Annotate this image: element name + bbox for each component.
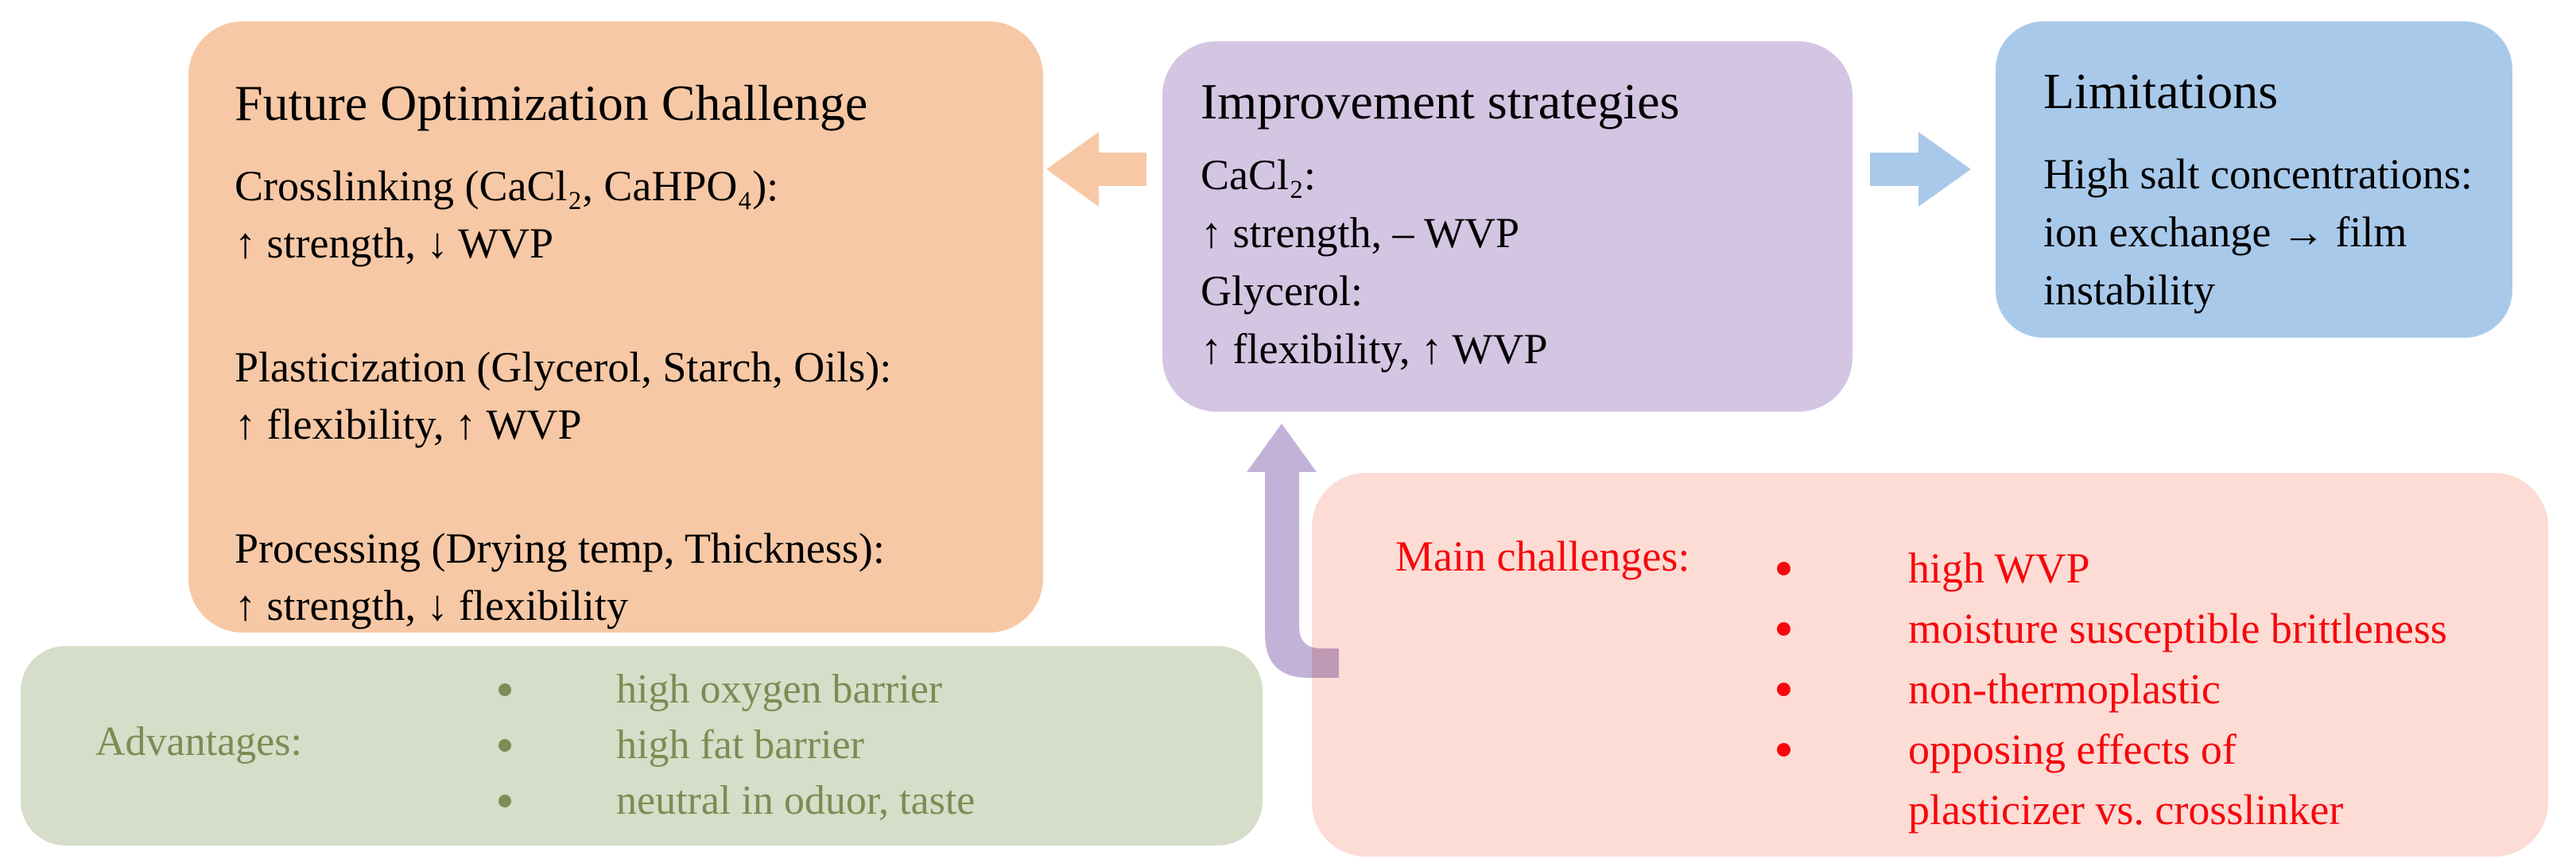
- main-challenges-list: high WVP moisture susceptible brittlenes…: [1777, 538, 2447, 840]
- main-challenges-label: Main challenges:: [1395, 532, 1690, 580]
- crosslinking-heading: Crosslinking (CaCl₂, CaHPO₄):: [235, 162, 779, 210]
- list-item: high WVP: [1777, 538, 2447, 598]
- bullet-icon: [1777, 683, 1790, 696]
- processing-heading: Processing (Drying temp, Thickness):: [235, 524, 885, 572]
- plasticization-section: Plasticization (Glycerol, Starch, Oils):…: [235, 339, 1019, 453]
- improvement-strategies-title: Improvement strategies: [1201, 73, 1680, 130]
- list-item: non-thermoplastic: [1777, 659, 2447, 719]
- processing-section: Processing (Drying temp, Thickness): ↑ s…: [235, 520, 1019, 634]
- processing-effect: ↑ strength, ↓ flexibility: [235, 582, 628, 629]
- glycerol-heading: Glycerol:: [1201, 267, 1363, 315]
- improvement-strategies-box: Improvement strategies CaCl₂: ↑ strength…: [1162, 41, 1852, 412]
- plasticization-effect: ↑ flexibility, ↑ WVP: [235, 401, 582, 448]
- advantage-item: neutral in oduor, taste: [616, 778, 976, 823]
- list-item: neutral in oduor, taste: [499, 773, 975, 829]
- advantages-box: Advantages: high oxygen barrier high fat…: [21, 646, 1263, 846]
- left-arrow-icon: [1046, 132, 1146, 207]
- limitations-box: Limitations High salt concentrations: io…: [1996, 21, 2512, 338]
- cacl2-effect: ↑ strength, – WVP: [1201, 209, 1519, 257]
- right-arrow-icon: [1870, 132, 1971, 207]
- bullet-icon: [1777, 562, 1790, 575]
- advantage-item: high fat barrier: [616, 722, 864, 768]
- bullet-icon: [1777, 743, 1790, 757]
- list-item: high fat barrier: [499, 718, 975, 773]
- bullet-icon: [499, 739, 511, 752]
- advantages-label: Advantages:: [95, 719, 302, 764]
- cacl2-strategy: CaCl₂: ↑ strength, – WVP: [1201, 146, 1837, 262]
- bullet-icon: [1777, 622, 1790, 636]
- advantage-item: high oxygen barrier: [616, 667, 943, 712]
- challenge-item: moisture susceptible brittleness: [1908, 605, 2447, 652]
- plasticization-heading: Plasticization (Glycerol, Starch, Oils):: [235, 343, 892, 391]
- crosslinking-effect: ↑ strength, ↓ WVP: [235, 219, 553, 267]
- list-item: high oxygen barrier: [499, 662, 975, 718]
- advantages-list: high oxygen barrier high fat barrier neu…: [499, 662, 975, 829]
- limitations-title: Limitations: [2043, 63, 2279, 119]
- crosslinking-section: Crosslinking (CaCl₂, CaHPO₄): ↑ strength…: [235, 157, 1019, 272]
- bullet-icon: [499, 683, 511, 696]
- future-optimization-box: Future Optimization Challenge Crosslinki…: [188, 21, 1043, 633]
- main-challenges-box: Main challenges: high WVP moisture susce…: [1312, 473, 2548, 857]
- challenge-item: opposing effects of plasticizer vs. cros…: [1908, 726, 2344, 834]
- challenge-item: high WVP: [1908, 544, 2090, 592]
- future-optimization-title: Future Optimization Challenge: [235, 75, 868, 131]
- glycerol-effect: ↑ flexibility, ↑ WVP: [1201, 325, 1548, 373]
- list-item: moisture susceptible brittleness: [1777, 598, 2447, 659]
- limitations-line: High salt concentrations:: [2043, 150, 2473, 198]
- limitations-line: ion exchange → film: [2043, 208, 2407, 256]
- glycerol-strategy: Glycerol: ↑ flexibility, ↑ WVP: [1201, 262, 1837, 378]
- list-item: opposing effects of plasticizer vs. cros…: [1777, 719, 2447, 840]
- limitations-line: instability: [2043, 266, 2215, 314]
- cacl2-heading: CaCl₂:: [1201, 151, 1316, 199]
- bullet-icon: [499, 795, 511, 807]
- challenge-item: non-thermoplastic: [1908, 665, 2221, 713]
